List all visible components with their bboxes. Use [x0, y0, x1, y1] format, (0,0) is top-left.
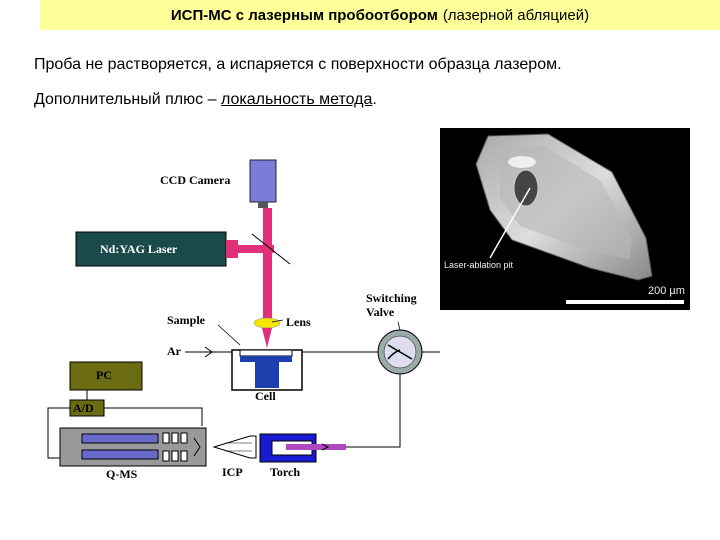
description-line-2: Дополнительный плюс – локальность метода… — [34, 91, 377, 109]
laser-output — [226, 240, 238, 258]
cell-window — [239, 349, 293, 357]
label-ad: A/D — [73, 401, 94, 415]
ablation-pit — [513, 169, 539, 207]
laser-box — [75, 231, 227, 267]
laser-beam-vertical — [263, 208, 272, 322]
description-line-1: Проба не растворяется, а испаряется с по… — [34, 56, 562, 73]
label-switching: Switching — [366, 291, 417, 305]
torch-tube — [286, 444, 346, 450]
micrograph-annotation: Laser-ablation pit — [444, 260, 514, 270]
label-ccd-camera: CCD Camera — [160, 173, 231, 187]
title-bar: ИСП-МС с лазерным пробоотбором (лазерной… — [40, 0, 720, 30]
label-icp: ICP — [222, 465, 243, 479]
label-laser: Nd:YAG Laser — [100, 242, 178, 256]
qms-rod-bottom — [81, 449, 159, 460]
label-pc: PC — [96, 368, 112, 382]
sample-stage — [240, 356, 292, 362]
title-rest: (лазерной абляцией) — [442, 6, 590, 24]
line2-prefix: Дополнительный плюс – — [34, 91, 221, 108]
crystal-image — [475, 133, 684, 304]
line2-suffix: . — [372, 91, 377, 108]
ad-wire — [104, 407, 203, 426]
mirror — [251, 233, 291, 265]
qms-rod-top — [81, 433, 159, 444]
label-sample: Sample — [167, 313, 206, 327]
title-bold: ИСП-МС с лазерным пробоотбором — [170, 6, 438, 24]
label-lens: Lens — [286, 315, 311, 329]
scale-bar — [566, 300, 684, 304]
pc-box — [69, 361, 143, 391]
label-torch: Torch — [270, 465, 301, 479]
ar-arrow — [204, 346, 213, 358]
label-valve: Valve — [366, 305, 395, 319]
label-ar: Ar — [167, 344, 181, 358]
icp-cone — [212, 435, 257, 459]
micrograph: Laser-ablation pit 200 µm — [440, 128, 690, 310]
camera-mount — [258, 202, 268, 208]
micrograph-scale: 200 µm — [648, 285, 685, 297]
lens — [253, 317, 281, 329]
valve-to-torch — [346, 374, 401, 448]
beam-cone — [262, 328, 272, 348]
stage-base — [255, 362, 279, 388]
line2-underlined: локальность метода — [220, 91, 373, 108]
laser-beam-horizontal — [238, 245, 274, 253]
ccd-camera — [249, 159, 277, 203]
label-cell: Cell — [255, 389, 276, 403]
ad-wire-left — [47, 407, 70, 459]
label-qms: Q-MS — [106, 467, 138, 481]
